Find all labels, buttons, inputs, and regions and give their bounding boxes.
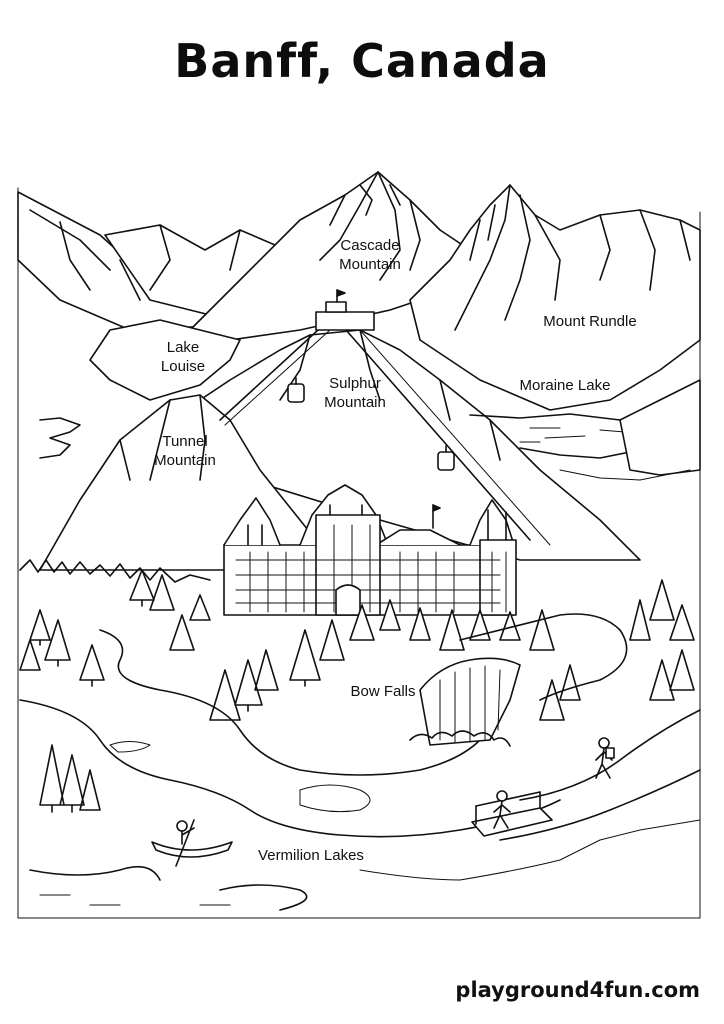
hiking-trail xyxy=(499,709,701,841)
canoe-paddler xyxy=(151,819,233,867)
lake-louise-area xyxy=(89,319,241,401)
label-bow-falls: Bow Falls xyxy=(350,683,416,700)
cascade-mountain xyxy=(189,171,471,341)
label-moraine-lake: Moraine Lake xyxy=(519,377,611,394)
label-cascade-mountain: Cascade Mountain xyxy=(339,237,401,273)
site-credit: playground4fun.com xyxy=(455,978,700,1002)
illustration-frame xyxy=(17,187,701,919)
label-sulphur-mountain: Sulphur Mountain xyxy=(324,375,386,411)
footbridge xyxy=(471,790,553,837)
forest-trees xyxy=(19,569,695,813)
banff-springs-hotel xyxy=(223,484,517,616)
label-lake-louise: Lake Louise xyxy=(160,339,206,375)
bow-river xyxy=(19,613,628,838)
page-title: Banff, Canada xyxy=(174,34,550,88)
mount-rundle xyxy=(409,184,701,411)
vermilion-lakes xyxy=(29,819,701,911)
bow-falls xyxy=(409,657,521,747)
label-vermilion-lakes: Vermilion Lakes xyxy=(258,847,364,864)
river-left xyxy=(39,417,81,459)
label-tunnel-mountain: Tunnel Mountain xyxy=(154,433,216,469)
moraine-lake xyxy=(469,379,701,481)
label-mount-rundle: Mount Rundle xyxy=(543,313,637,330)
treeline-left xyxy=(19,559,211,583)
sulphur-gondola xyxy=(219,289,551,546)
